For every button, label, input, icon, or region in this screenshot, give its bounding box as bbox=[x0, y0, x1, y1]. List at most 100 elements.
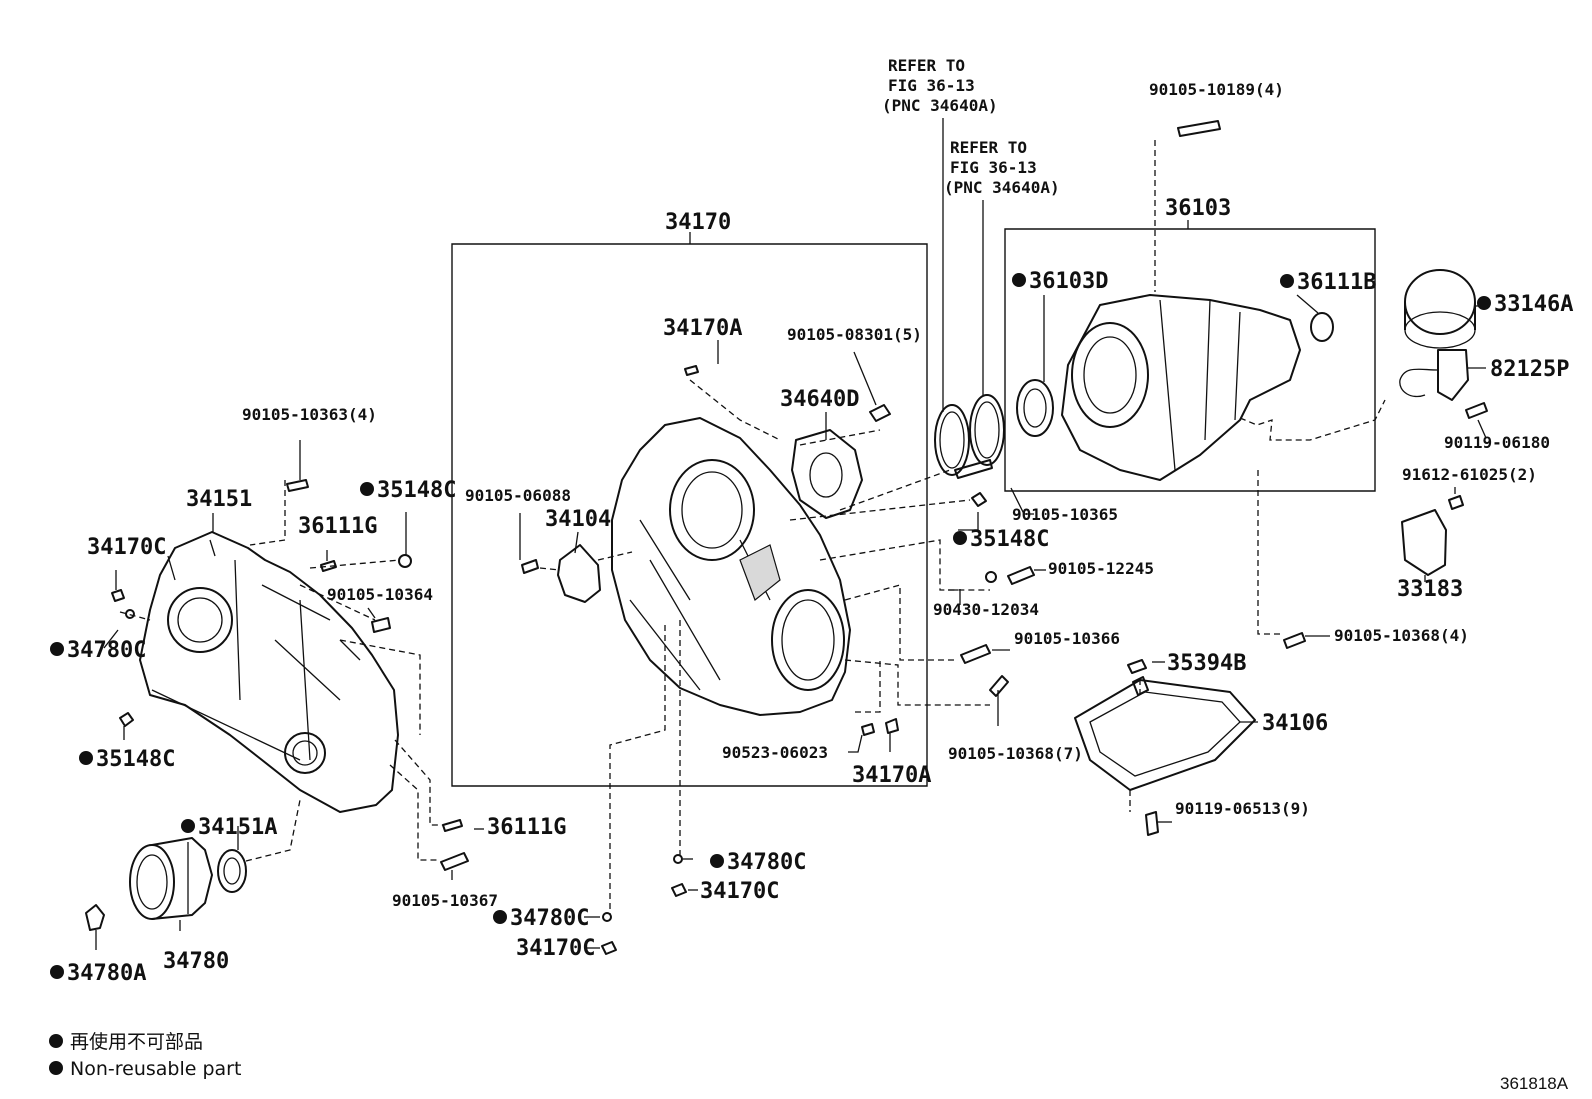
plug-34780A bbox=[85, 904, 105, 931]
bolt-90523-06023 bbox=[861, 723, 875, 736]
oil-pan-34106 bbox=[1074, 676, 1256, 791]
label-90105-10366: 90105-10366 bbox=[1014, 629, 1120, 648]
legend: 再使用不可部品 Non-reusable part bbox=[70, 1031, 241, 1080]
label-34170: 34170 bbox=[665, 210, 731, 235]
dust-cover-33146A bbox=[1404, 269, 1476, 349]
bolt-90119-06513 bbox=[1145, 811, 1159, 836]
bolt-90105-10366 bbox=[960, 644, 991, 664]
bolt-90105-10368-4 bbox=[1283, 632, 1306, 649]
bolt-34170C-mid bbox=[671, 883, 687, 897]
bolt-34170C-left bbox=[111, 589, 125, 602]
label-34104: 34104 bbox=[545, 507, 611, 532]
label-refer-a-2: FIG 36-13 bbox=[888, 76, 975, 95]
label-35148C-left: 35148C bbox=[377, 478, 456, 503]
pin-36111G-top bbox=[320, 560, 337, 572]
bolt-90105-12245 bbox=[1007, 566, 1035, 585]
bolt-90105-06088 bbox=[521, 559, 539, 574]
label-36103: 36103 bbox=[1165, 196, 1231, 221]
sensor-82125P bbox=[1399, 349, 1469, 401]
gasket-90430-12034 bbox=[985, 571, 997, 583]
label-34640D: 34640D bbox=[780, 387, 859, 412]
plate-34104 bbox=[557, 544, 601, 603]
label-90105-10189: 90105-10189(4) bbox=[1149, 80, 1284, 99]
label-90105-10368-4: 90105-10368(4) bbox=[1334, 626, 1469, 645]
non-reusable-markers bbox=[49, 273, 1491, 1075]
bolt-90105-10363 bbox=[286, 479, 309, 492]
plug-35394B bbox=[1127, 659, 1147, 674]
label-33146A: 33146A bbox=[1494, 292, 1573, 317]
transfer-case-rear-housing bbox=[611, 417, 851, 716]
label-34780C-low: 34780C bbox=[510, 906, 589, 931]
bolt-91612-61025 bbox=[1448, 495, 1464, 510]
label-90105-10363: 90105-10363(4) bbox=[242, 405, 377, 424]
label-35148C-mid: 35148C bbox=[970, 527, 1049, 552]
box-34170 bbox=[451, 243, 928, 787]
bolt-90105-10368-7 bbox=[989, 675, 1009, 697]
label-34780: 34780 bbox=[163, 949, 229, 974]
part-labels: REFER TO FIG 36-13 (PNC 34640A) REFER TO… bbox=[67, 56, 1573, 986]
label-refer-b-3: (PNC 34640A) bbox=[944, 178, 1060, 197]
legend-jp: 再使用不可部品 bbox=[70, 1031, 203, 1053]
bolt-90105-10189 bbox=[1177, 120, 1221, 137]
o-ring-right bbox=[969, 394, 1005, 466]
label-34170A-top: 34170A bbox=[663, 316, 742, 341]
pin-34170A-top bbox=[684, 365, 699, 376]
label-34151: 34151 bbox=[186, 487, 252, 512]
label-34780A: 34780A bbox=[67, 961, 146, 986]
o-ring-right-inner bbox=[974, 401, 1000, 459]
label-90119-06180: 90119-06180 bbox=[1444, 433, 1550, 452]
label-34106: 34106 bbox=[1262, 711, 1328, 736]
label-90430-12034: 90430-12034 bbox=[933, 600, 1039, 619]
protector-33183 bbox=[1401, 509, 1447, 576]
label-36111B: 36111B bbox=[1297, 270, 1376, 295]
label-refer-a-3: (PNC 34640A) bbox=[882, 96, 998, 115]
plug-35148C-mid bbox=[971, 492, 987, 507]
label-34170C-mid: 34170C bbox=[700, 879, 779, 904]
label-33183: 33183 bbox=[1397, 577, 1463, 602]
label-36111G-top: 36111G bbox=[298, 514, 377, 539]
box-36103 bbox=[1004, 228, 1376, 492]
label-34780C-left: 34780C bbox=[67, 638, 146, 663]
dashed-assembly-lines bbox=[119, 140, 1386, 915]
o-ring-left-inner bbox=[939, 411, 965, 469]
oil-seal-36111B bbox=[1310, 312, 1334, 342]
label-82125P: 82125P bbox=[1490, 357, 1569, 382]
label-34170C-left: 34170C bbox=[87, 535, 166, 560]
label-35394B: 35394B bbox=[1167, 651, 1246, 676]
label-36111G-bot: 36111G bbox=[487, 815, 566, 840]
plug-35148C-low bbox=[119, 712, 134, 727]
pin-34170A-bot bbox=[885, 718, 899, 734]
label-90105-08301: 90105-08301(5) bbox=[787, 325, 922, 344]
oil-seal-36103D bbox=[1016, 379, 1054, 437]
label-34780C-mid: 34780C bbox=[727, 850, 806, 875]
label-34170C-low: 34170C bbox=[516, 936, 595, 961]
bolt-90105-10365 bbox=[954, 459, 993, 479]
bolt-90105-10364 bbox=[371, 617, 391, 633]
label-36103D: 36103D bbox=[1029, 269, 1108, 294]
plug-34780C-mid bbox=[673, 854, 683, 864]
bolt-90105-10367 bbox=[440, 852, 469, 871]
plug-34780C-low bbox=[602, 912, 612, 922]
label-34170A-bot: 34170A bbox=[852, 763, 931, 788]
label-refer-a-1: REFER TO bbox=[888, 56, 965, 75]
label-90105-10367: 90105-10367 bbox=[392, 891, 498, 910]
label-90105-10364: 90105-10364 bbox=[327, 585, 433, 604]
oil-seal-34640D bbox=[791, 429, 863, 519]
plug-34780C-left bbox=[125, 609, 135, 619]
label-refer-b-2: FIG 36-13 bbox=[950, 158, 1037, 177]
extension-housing-36103 bbox=[1061, 294, 1301, 481]
label-91612-61025: 91612-61025(2) bbox=[1402, 465, 1537, 484]
label-90523-06023: 90523-06023 bbox=[722, 743, 828, 762]
label-34151A: 34151A bbox=[198, 815, 277, 840]
label-35148C-low: 35148C bbox=[96, 747, 175, 772]
bolt-34170C-low bbox=[601, 941, 617, 955]
o-ring-left bbox=[934, 404, 970, 476]
bolt-90105-08301 bbox=[869, 404, 891, 422]
extension-housing-34780 bbox=[129, 837, 213, 920]
label-90105-10365: 90105-10365 bbox=[1012, 505, 1118, 524]
transfer-case-front-housing bbox=[139, 531, 399, 813]
bolt-90119-06180 bbox=[1465, 402, 1488, 419]
label-90105-10368-7: 90105-10368(7) bbox=[948, 744, 1083, 763]
oil-seal-34151A bbox=[217, 849, 247, 893]
